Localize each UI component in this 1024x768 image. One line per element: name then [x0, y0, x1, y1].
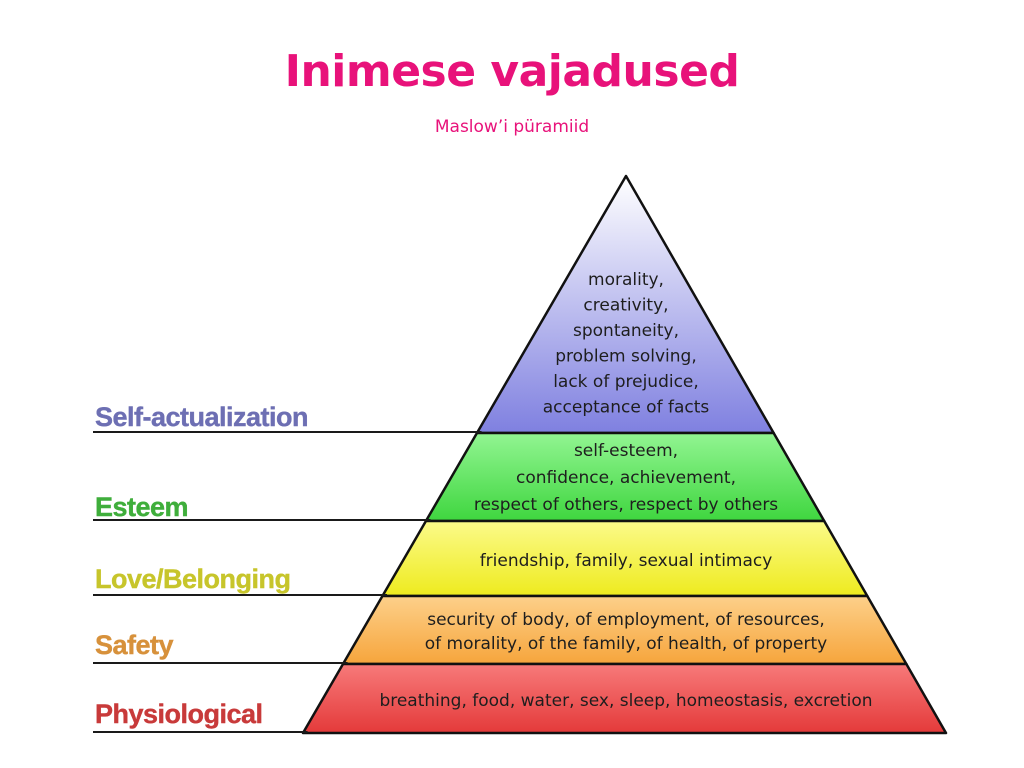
level-label-esteem: Esteem	[95, 492, 188, 522]
level-text-physiological-0: breathing, food, water, sex, sleep, home…	[379, 691, 872, 711]
level-label-safety: Safety	[95, 630, 174, 660]
level-text-esteem-2: respect of others, respect by others	[474, 495, 778, 515]
slide-subtitle: Maslow’i püramiid	[434, 117, 590, 137]
level-text-self-actualization-4: lack of prejudice,	[553, 372, 699, 392]
level-text-esteem-0: self-esteem,	[574, 441, 678, 461]
level-text-self-actualization-0: morality,	[588, 270, 664, 290]
level-text-esteem-1: confidence, achievement,	[516, 468, 736, 488]
level-text-self-actualization-5: acceptance of facts	[543, 398, 710, 418]
level-text-safety-0: security of body, of employment, of reso…	[427, 610, 825, 630]
level-label-physiological: Physiological	[95, 699, 263, 729]
level-text-self-actualization-3: problem solving,	[555, 347, 696, 367]
level-label-love-belonging: Love/Belonging	[95, 564, 291, 594]
level-text-safety-1: of morality, of the family, of health, o…	[425, 634, 827, 654]
level-label-self-actualization: Self-actualization	[95, 402, 308, 432]
pyramid-layer-physiological	[301, 662, 948, 735]
level-text-self-actualization-1: creativity,	[583, 296, 668, 316]
slide-title: Inimese vajadused	[284, 46, 740, 97]
level-text-love-belonging-0: friendship, family, sexual intimacy	[480, 551, 773, 571]
level-text-self-actualization-2: spontaneity,	[573, 321, 679, 341]
